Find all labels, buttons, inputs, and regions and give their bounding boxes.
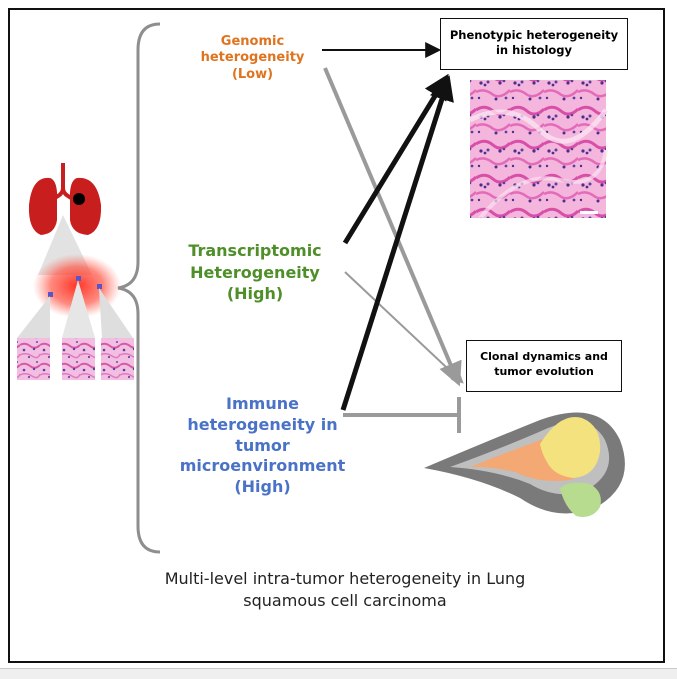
immune-heterogeneity-label: Immune heterogeneity in tumor microenvir…: [175, 394, 350, 498]
transcriptomic-line: Heterogeneity: [190, 262, 320, 282]
histology-thumbnail-icon: [101, 338, 134, 380]
phenotypic-line: Phenotypic heterogeneity: [449, 28, 619, 42]
immune-line: Immune: [226, 394, 299, 413]
sample-wedge-left: [17, 296, 50, 338]
caption-line: squamous cell carcinoma: [243, 590, 447, 610]
clonal-line: Clonal dynamics and: [480, 350, 608, 363]
clonal-dynamics-box: Clonal dynamics and tumor evolution: [466, 340, 622, 392]
caption-line: Multi-level intra-tumor heterogeneity in…: [164, 569, 526, 588]
bottom-strip: [0, 668, 677, 679]
clonal-line: tumor evolution: [494, 364, 594, 378]
phenotypic-line: in histology: [495, 42, 573, 57]
sample-wedge-right: [99, 288, 133, 338]
transcriptomic-line: Transcriptomic: [188, 241, 322, 260]
immune-line: tumor: [235, 435, 290, 455]
histology-image-icon: [468, 80, 609, 220]
immune-line: (High): [234, 477, 291, 497]
histology-thumbnail-icon: [17, 338, 50, 380]
genomic-heterogeneity-label: Genomic heterogeneity (Low): [200, 34, 305, 83]
genomic-line: heterogeneity: [200, 50, 305, 66]
immune-line: microenvironment: [179, 456, 346, 476]
transcriptomic-line: (High): [226, 284, 284, 304]
genomic-line: Genomic: [220, 34, 285, 49]
lung-icon: [28, 163, 102, 235]
arrow-immune-to-phenotypic: [340, 75, 454, 411]
arrow-genomic-to-clonal: [323, 67, 462, 387]
transcriptomic-heterogeneity-label: Transcriptomic Heterogeneity (High): [175, 240, 335, 305]
immune-line: heterogeneity in: [187, 414, 338, 434]
arrow-transcriptomic-to-phenotypic: [342, 73, 449, 245]
genomic-line: (Low): [231, 66, 274, 82]
clonal-evolution-icon: [424, 412, 625, 517]
arrow-transcriptomic-to-clonal: [344, 271, 464, 384]
histology-thumbnail-icon: [62, 338, 95, 380]
phenotypic-heterogeneity-box: Phenotypic heterogeneity in histology: [440, 18, 628, 70]
grouping-brace: [117, 22, 161, 554]
sample-wedge-mid: [62, 280, 95, 338]
figure-caption: Multi-level intra-tumor heterogeneity in…: [110, 568, 580, 611]
